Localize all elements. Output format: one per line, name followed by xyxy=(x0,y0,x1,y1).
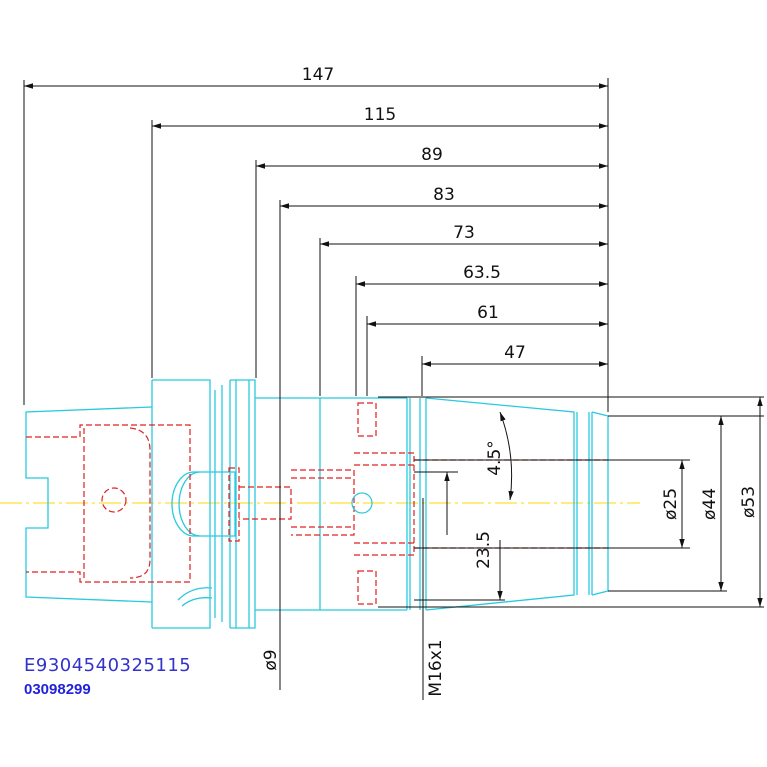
dim-63-5: 63.5 xyxy=(463,263,501,283)
tool-holder-outline xyxy=(25,379,609,629)
dim-83: 83 xyxy=(433,185,455,205)
dim-89: 89 xyxy=(421,145,443,165)
dim-47: 47 xyxy=(504,343,526,363)
dim-diameter-25: ø25 xyxy=(661,488,681,520)
dim-thread: M16x1 xyxy=(426,639,446,696)
part-code: E9304540325115 xyxy=(24,655,192,676)
order-code: 03098299 xyxy=(24,681,91,698)
dimension-lines xyxy=(23,78,764,700)
dim-diameter-9: ø9 xyxy=(261,649,281,670)
dim-61: 61 xyxy=(477,303,499,323)
dim-total-length: 147 xyxy=(302,65,334,85)
dim-taper-angle: 4.5° xyxy=(485,440,505,476)
dimension-labels: 147 115 89 83 73 63.5 61 47 4.5° 23.5 ø2… xyxy=(261,65,759,697)
dim-bore-depth: 23.5 xyxy=(474,531,494,569)
dim-73: 73 xyxy=(453,223,475,243)
dim-diameter-44: ø44 xyxy=(700,488,720,520)
dim-flange-length: 115 xyxy=(364,105,396,125)
dim-diameter-53: ø53 xyxy=(739,486,759,518)
